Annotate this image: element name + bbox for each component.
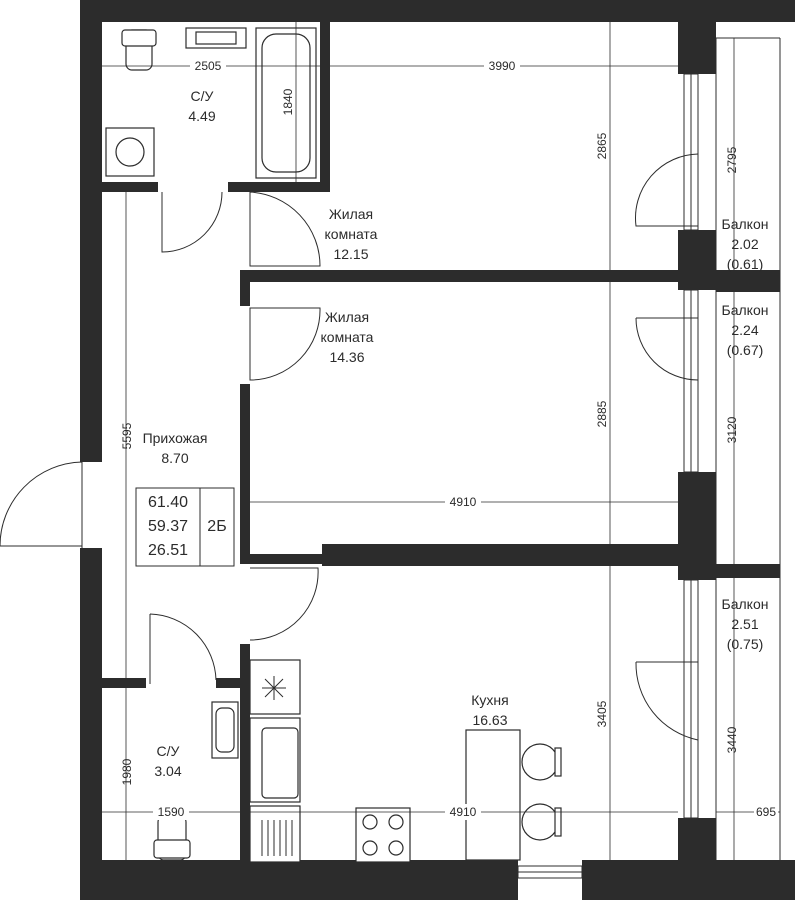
dim-bath-width: 2505 (195, 59, 222, 73)
dim-room2-width: 4910 (450, 495, 477, 509)
doors (0, 153, 699, 741)
room-balcony1-reduced: (0.61) (727, 256, 764, 272)
dim-room1-depth: 2865 (595, 132, 609, 159)
room-labels: С/У 4.49 Жилая комната 12.15 Жилая комна… (143, 88, 769, 779)
summary-type: 2Б (207, 518, 226, 535)
dimension-labels: 2505 3990 1840 2865 2795 5595 2885 4910 … (120, 58, 778, 820)
room-bath-name: С/У (191, 88, 214, 104)
fixtures (105, 27, 562, 863)
room-balcony1-area: 2.02 (731, 236, 758, 252)
room-living1-area: 12.15 (333, 246, 368, 262)
room-balcony3-reduced: (0.75) (727, 636, 764, 652)
windows (517, 73, 699, 879)
room-balcony2-name: Балкон (722, 302, 769, 318)
room-wc-area: 3.04 (154, 763, 181, 779)
dim-kitchen-depth: 3405 (595, 700, 609, 727)
balcony-outline (715, 37, 781, 879)
dim-balcony2: 3120 (725, 416, 739, 443)
room-wc-name: С/У (157, 743, 180, 759)
dim-wc-width: 1590 (158, 805, 185, 819)
room-balcony3-name: Балкон (722, 596, 769, 612)
room-living2-area: 14.36 (329, 349, 364, 365)
room-hall-name: Прихожая (143, 430, 208, 446)
room-bath-area: 4.49 (188, 108, 215, 124)
room-balcony3-area: 2.51 (731, 616, 758, 632)
room-kitchen-area: 16.63 (472, 712, 507, 728)
room-living2-name2: комната (321, 329, 374, 345)
dim-wc-depth: 1980 (120, 758, 134, 785)
room-living1-name2: комната (325, 226, 378, 242)
room-balcony2-reduced: (0.67) (727, 342, 764, 358)
room-balcony1-name: Балкон (722, 216, 769, 232)
dimension-lines (102, 22, 780, 878)
room-hall-area: 8.70 (161, 450, 188, 466)
dim-kitchen-width: 4910 (450, 805, 477, 819)
summary-living: 26.51 (148, 542, 188, 559)
room-kitchen-name: Кухня (471, 692, 508, 708)
walls (80, 0, 795, 900)
radiator (261, 820, 293, 856)
area-summary: 61.40 59.37 26.51 2Б (135, 487, 235, 567)
dim-balcony-depth: 695 (756, 805, 776, 819)
room-living1-name1: Жилая (329, 206, 373, 222)
summary-total: 61.40 (148, 494, 188, 511)
dim-hall-length: 5595 (120, 422, 134, 449)
dim-room1-width: 3990 (489, 59, 516, 73)
dim-balcony1: 2795 (725, 146, 739, 173)
dim-balcony3: 3440 (725, 726, 739, 753)
summary-living-total: 59.37 (148, 518, 188, 535)
dim-room2-depth: 2885 (595, 400, 609, 427)
dim-bath-tub: 1840 (281, 88, 295, 115)
room-balcony2-area: 2.24 (731, 322, 758, 338)
room-living2-name1: Жилая (325, 309, 369, 325)
